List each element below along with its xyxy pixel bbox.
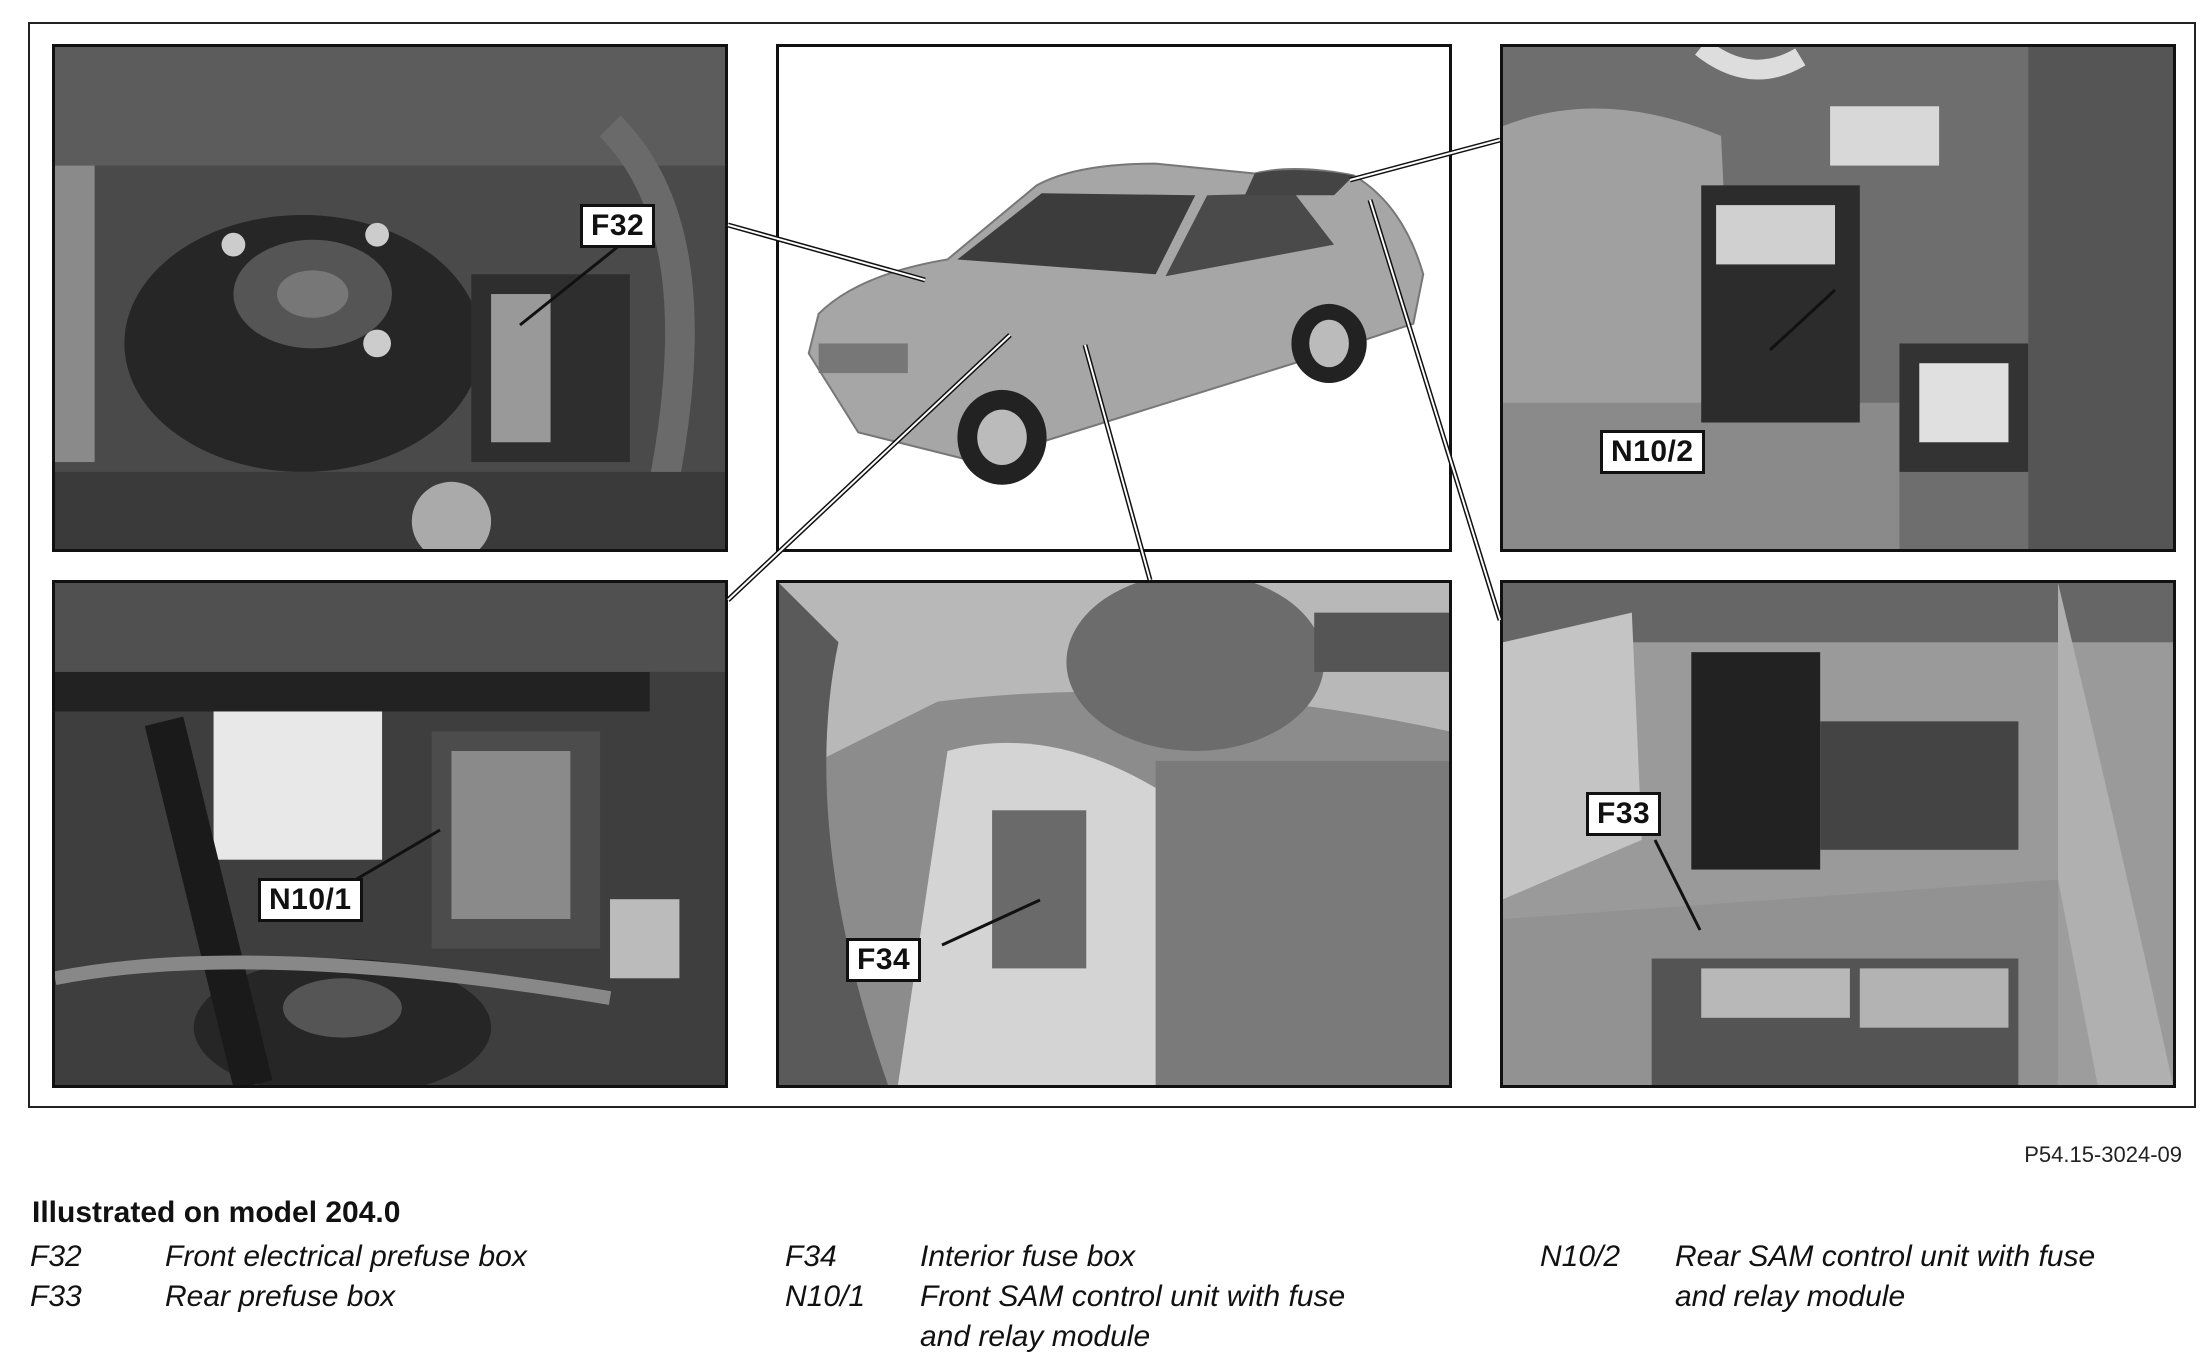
- legend-title: Illustrated on model 204.0: [32, 1196, 401, 1229]
- legend-code-f33: F33: [30, 1280, 82, 1313]
- figure-reference: P54.15-3024-09: [2024, 1142, 2182, 1167]
- legend-desc-f33: Rear prefuse box: [165, 1280, 396, 1313]
- photo-front-prefuse-box: [52, 44, 728, 552]
- photo-front-sam-control-unit: [52, 580, 728, 1088]
- legend-code-f34: F34: [785, 1240, 837, 1273]
- legend-desc-f32: Front electrical prefuse box: [165, 1240, 527, 1273]
- callout-f32: F32: [580, 204, 656, 248]
- callout-n10-2: N10/2: [1600, 430, 1705, 474]
- legend-desc-n10-1: Front SAM control unit with fuse and rel…: [920, 1280, 1346, 1353]
- legend-code-f32: F32: [30, 1240, 82, 1273]
- photo-vehicle-overview: [776, 44, 1452, 552]
- callout-f33: F33: [1586, 792, 1662, 836]
- callout-f34: F34: [846, 938, 922, 982]
- legend-code-n10-2: N10/2: [1540, 1240, 1621, 1273]
- photo-rear-sam-control-unit: [1500, 44, 2176, 552]
- callout-n10-1: N10/1: [258, 878, 363, 922]
- legend-desc-n10-2: Rear SAM control unit with fuse and rela…: [1675, 1240, 2096, 1313]
- legend-desc-f34: Interior fuse box: [920, 1240, 1136, 1273]
- photo-interior-fuse-box: [776, 580, 1452, 1088]
- legend-code-n10-1: N10/1: [785, 1280, 866, 1313]
